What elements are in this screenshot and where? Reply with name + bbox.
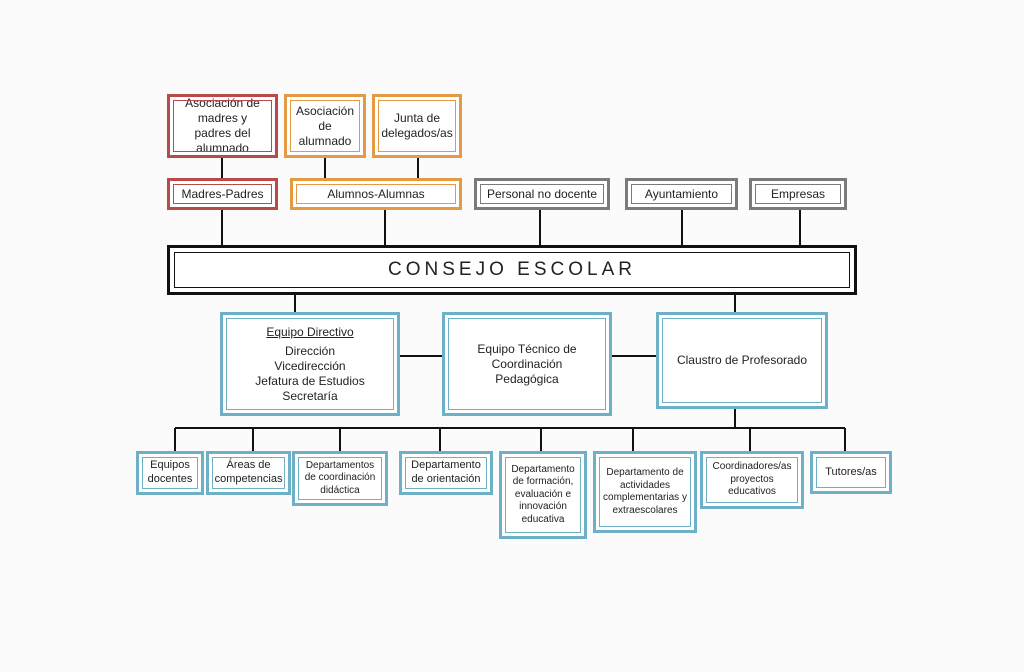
box-departamento-actividades: Departamento de actividades complementar… <box>593 451 697 533</box>
equipo-directivo-item: Dirección <box>284 343 335 358</box>
box-alumnos-alumnas: Alumnos-Alumnas <box>290 178 462 210</box>
box-consejo-escolar: CONSEJO ESCOLAR <box>167 245 857 295</box>
box-tutores: Tutores/as <box>810 451 892 494</box>
box-personal-no-docente: Personal no docente <box>474 178 610 210</box>
asociacion-madres-padres-label: Asociación de madres y padres del alumna… <box>185 96 260 155</box>
box-claustro-profesorado: Claustro de Profesorado <box>656 312 828 409</box>
madres-padres-label: Madres-Padres <box>181 186 264 201</box>
equipo-directivo-item: Secretaría <box>282 388 338 403</box>
empresas-label: Empresas <box>770 186 826 201</box>
box-empresas: Empresas <box>749 178 847 210</box>
consejo-escolar-label: CONSEJO ESCOLAR <box>388 259 636 281</box>
equipo-directivo-item: Jefatura de Estudios <box>255 373 365 388</box>
claustro-profesorado-label: Claustro de Profesorado <box>676 353 808 367</box>
equipo-directivo-title: Equipo Directivo <box>266 324 354 339</box>
asociacion-alumnado-label: Asociación de alumnado <box>295 103 355 148</box>
personal-no-docente-label: Personal no docente <box>486 186 598 201</box>
box-asociacion-alumnado: Asociación de alumnado <box>284 94 366 158</box>
departamento-actividades-label: Departamento de actividades complementar… <box>603 467 687 516</box>
equipo-directivo-content: Equipo Directivo Dirección Vicedirección… <box>255 325 364 404</box>
box-coordinadores-proyectos: Coordinadores/as proyectos educativos <box>700 451 804 509</box>
tutores-label: Tutores/as <box>825 465 877 478</box>
box-asociacion-madres-padres: Asociación de madres y padres del alumna… <box>167 94 278 158</box>
alumnos-alumnas-label: Alumnos-Alumnas <box>327 186 425 201</box>
box-equipo-directivo: Equipo Directivo Dirección Vicedirección… <box>220 312 400 416</box>
box-areas-competencias: Áreas de competencias <box>206 451 291 495</box>
box-departamento-formacion: Departamento de formación, evaluación e … <box>499 451 587 539</box>
equipo-directivo-item: Vicedirección <box>274 358 346 373</box>
box-departamento-orientacion: Departamento de orientación <box>399 451 493 495</box>
departamentos-coordinacion-label: Departamentos de coordinación didáctica <box>304 459 376 496</box>
equipos-docentes-label: Equipos docentes <box>147 459 193 485</box>
box-equipo-tecnico: Equipo Técnico de Coordinación Pedagógic… <box>442 312 612 416</box>
junta-delegados-label: Junta de delegados/as <box>381 111 453 140</box>
box-junta-delegados: Junta de delegados/as <box>372 94 462 158</box>
departamento-orientacion-label: Departamento de orientación <box>411 459 481 485</box>
box-equipos-docentes: Equipos docentes <box>136 451 204 495</box>
box-madres-padres: Madres-Padres <box>167 178 278 210</box>
box-ayuntamiento: Ayuntamiento <box>625 178 738 210</box>
equipo-tecnico-label: Equipo Técnico de Coordinación Pedagógic… <box>477 341 577 386</box>
ayuntamiento-label: Ayuntamiento <box>644 186 719 201</box>
box-departamentos-coordinacion: Departamentos de coordinación didáctica <box>292 451 388 506</box>
coordinadores-proyectos-label: Coordinadores/as proyectos educativos <box>712 461 792 498</box>
departamento-formacion-label: Departamento de formación, evaluación e … <box>511 463 575 525</box>
areas-competencias-label: Áreas de competencias <box>214 459 283 485</box>
